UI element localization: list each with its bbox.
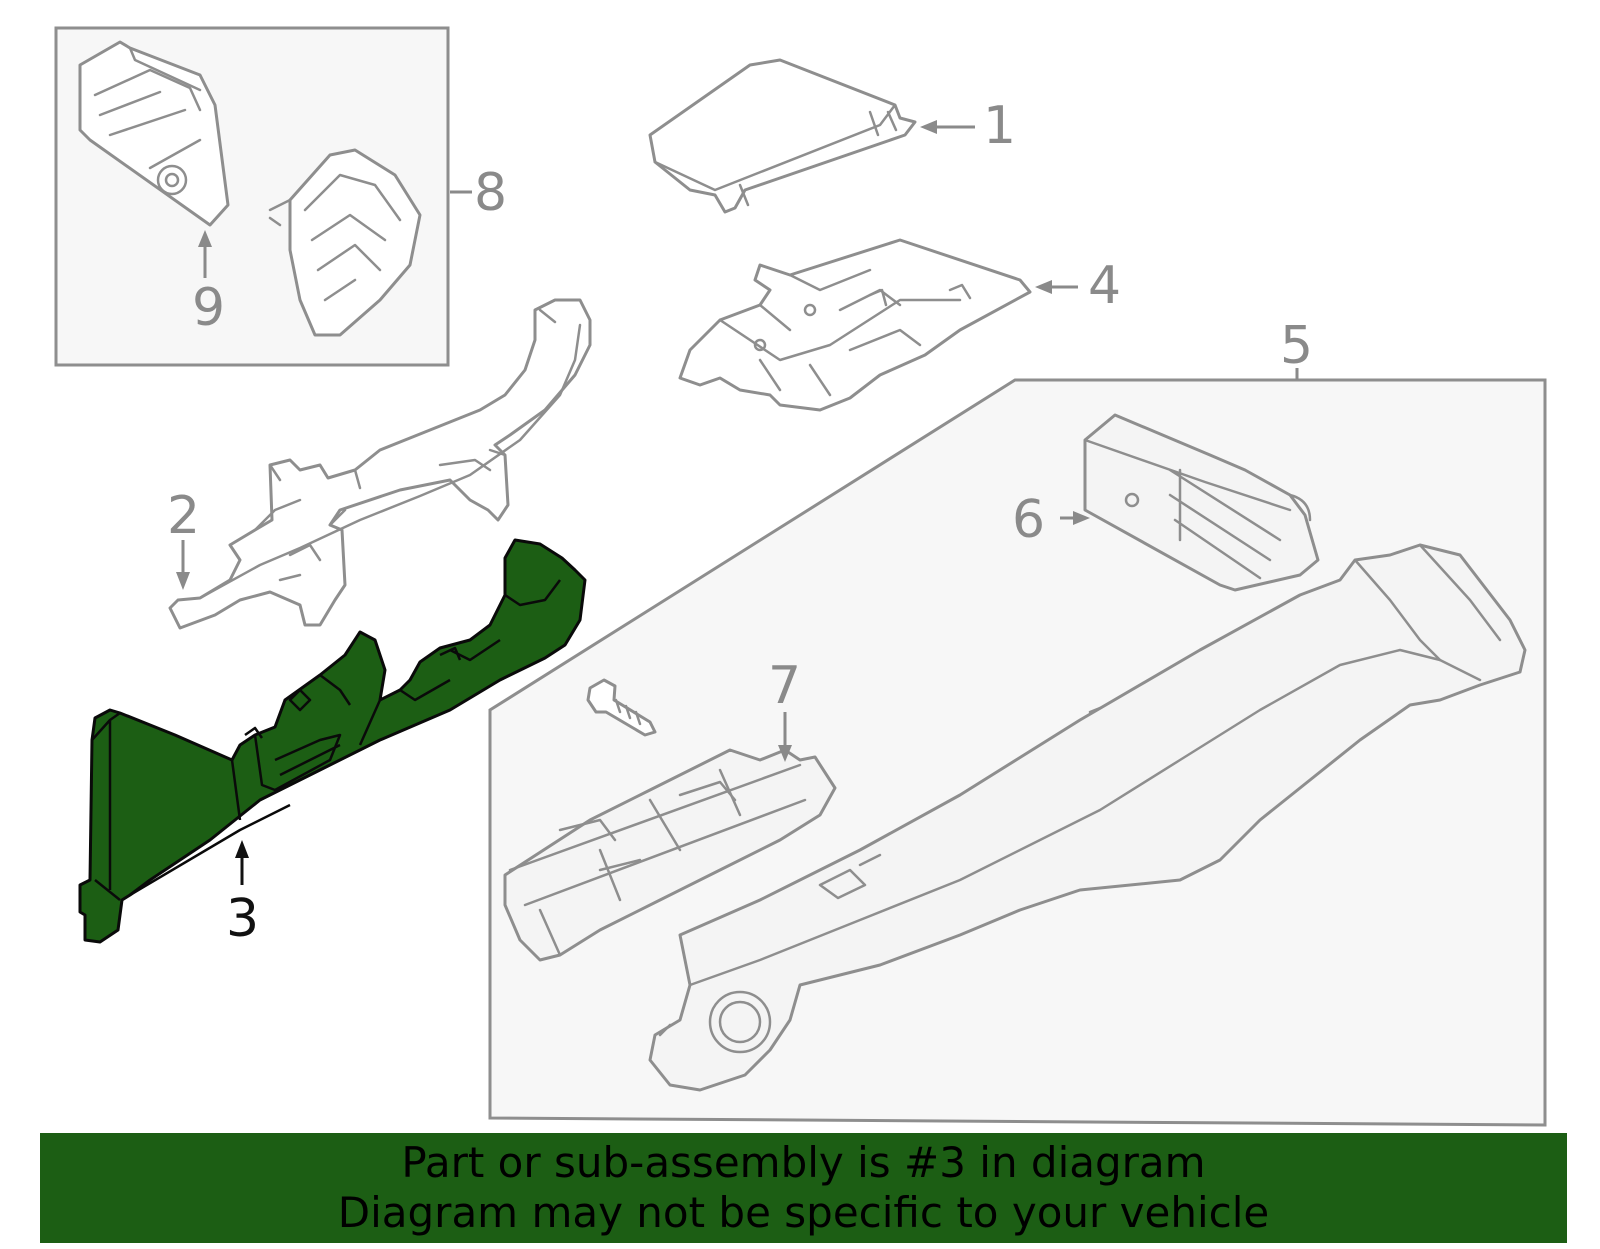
banner-line-disclaimer: Diagram may not be specific to your vehi…: [337, 1188, 1270, 1237]
callout-5: 5: [1280, 316, 1313, 376]
callout-3: 3: [226, 889, 259, 949]
callout-7: 7: [768, 656, 801, 716]
callout-1: 1: [983, 96, 1016, 156]
part-2-support[interactable]: [168, 298, 592, 630]
part-1-lid[interactable]: [648, 58, 917, 214]
part-3-lower-panel[interactable]: [78, 538, 587, 944]
leader-arrows: [176, 120, 1299, 885]
part-6-vent[interactable]: [1083, 413, 1320, 592]
part-5-dash-panel[interactable]: [648, 543, 1527, 1092]
part-9-vent[interactable]: [78, 40, 230, 227]
banner-line-part: Part or sub-assembly is #3 in diagram: [401, 1138, 1206, 1187]
callout-2: 2: [167, 486, 200, 546]
part-8-vent[interactable]: [268, 148, 422, 337]
part-4-bracket[interactable]: [678, 238, 1032, 412]
callout-4: 4: [1088, 256, 1121, 316]
info-banner: Part or sub-assembly is #3 in diagram Di…: [40, 1133, 1567, 1243]
part-7-latch[interactable]: [503, 748, 837, 962]
screw[interactable]: [586, 678, 657, 737]
callout-6: 6: [1012, 490, 1045, 550]
callout-8: 8: [474, 163, 507, 223]
callout-9: 9: [192, 278, 225, 338]
